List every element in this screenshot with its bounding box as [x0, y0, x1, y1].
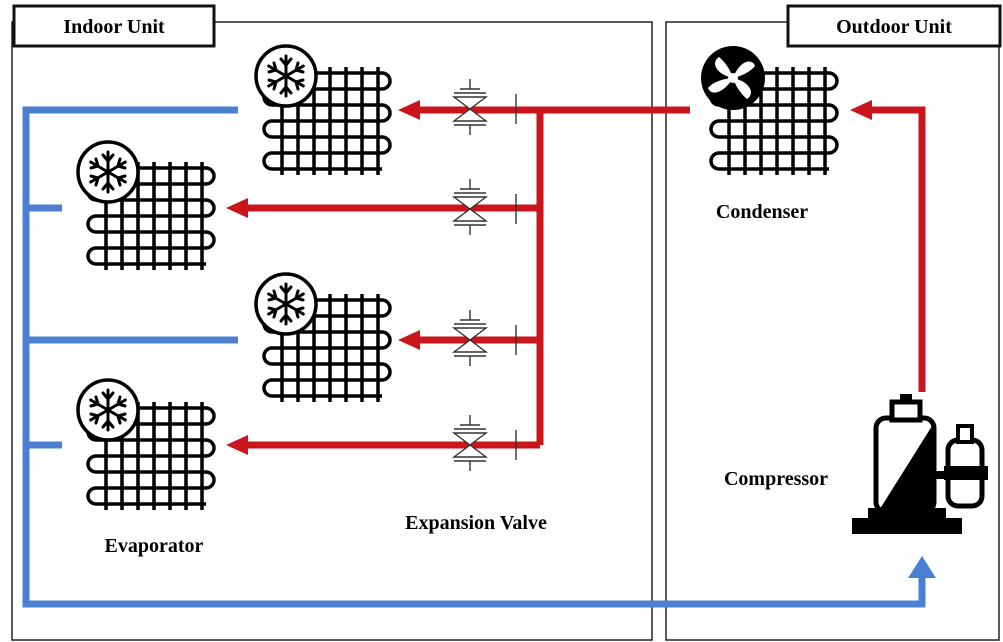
indoor-unit-title-box — [12, 4, 216, 48]
outdoor-unit-title-box — [786, 4, 1002, 48]
evaporator-snowflake-coil-icon — [76, 378, 216, 512]
compressor-icon — [852, 394, 988, 534]
evaporator-snowflake-coil-icon — [254, 272, 392, 404]
evaporator-snowflake-coil-icon — [254, 44, 392, 177]
indoor-unit-box — [11, 21, 653, 641]
outdoor-unit-title: Outdoor Unit — [836, 16, 952, 38]
evaporator-snowflake-coil-icon — [76, 140, 216, 272]
liquid-lines — [226, 100, 926, 455]
expansion-valve-icon — [453, 414, 517, 472]
indoor-unit-title: Indoor Unit — [63, 16, 165, 38]
expansion-valve-icon — [453, 78, 517, 136]
vapor-return-lines — [22, 106, 936, 608]
condenser-label: Condenser — [716, 201, 808, 223]
condenser-fan-coil-icon — [701, 46, 839, 177]
evaporator-label: Evaporator — [105, 535, 204, 557]
compressor-inlet-arrowhead — [908, 556, 936, 578]
compressor-label: Compressor — [724, 468, 828, 490]
expansion-valve-icon — [453, 178, 517, 236]
outdoor-unit-box — [665, 21, 1000, 641]
expansion-valve-label: Expansion Valve — [405, 512, 547, 534]
expansion-valve-icon — [453, 309, 517, 367]
